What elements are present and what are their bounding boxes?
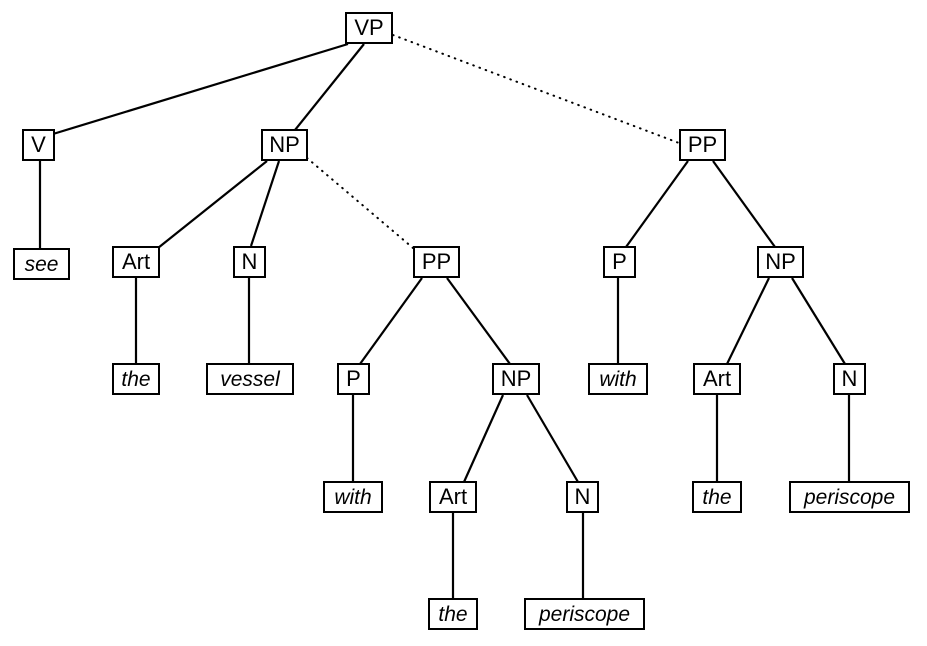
tree-edge-pp_right-to-p_right — [625, 160, 689, 248]
tree-edge-pp_mid-to-p_mid — [359, 277, 423, 365]
tree-node-np1: NP — [261, 129, 308, 161]
tree-edge-pp_mid-to-np_mid — [446, 277, 511, 365]
tree-leaf-see: see — [13, 248, 70, 280]
tree-edge-vp-to-pp_right-dotted — [392, 34, 680, 144]
tree-node-art_m: Art — [429, 481, 477, 513]
tree-leaf-peri_m: periscope — [524, 598, 645, 630]
tree-edge-pp_right-to-np_right — [712, 160, 776, 248]
tree-edge-np_mid-to-n_m — [526, 394, 579, 483]
tree-leaf-with_r: with — [588, 363, 648, 395]
tree-node-n_m: N — [566, 481, 599, 513]
tree-edge-vp-to-np1 — [294, 43, 365, 131]
tree-node-np_mid: NP — [492, 363, 540, 395]
tree-node-p_mid: P — [337, 363, 370, 395]
tree-node-np_right: NP — [757, 246, 804, 278]
tree-node-v: V — [22, 129, 55, 161]
tree-node-vp: VP — [345, 12, 393, 44]
tree-node-pp_mid: PP — [413, 246, 460, 278]
tree-leaf-peri_r: periscope — [789, 481, 910, 513]
tree-edge-np_mid-to-art_m — [462, 394, 505, 483]
tree-leaf-vessel: vessel — [206, 363, 294, 395]
tree-node-p_right: P — [603, 246, 636, 278]
tree-edge-vp-to-v — [52, 42, 349, 136]
tree-edge-np1-to-art1 — [157, 160, 268, 249]
tree-edge-np_right-to-n_r — [791, 277, 846, 365]
tree-node-art_r: Art — [693, 363, 741, 395]
tree-node-n_r: N — [833, 363, 866, 395]
tree-leaf-the1: the — [112, 363, 160, 395]
tree-node-art1: Art — [112, 246, 160, 278]
tree-leaf-the_r: the — [692, 481, 742, 513]
tree-edge-np1-to-pp_mid-dotted — [306, 157, 414, 249]
tree-leaf-with_m: with — [323, 481, 383, 513]
tree-node-pp_right: PP — [679, 129, 726, 161]
tree-leaf-the_m: the — [428, 598, 478, 630]
tree-node-n1: N — [233, 246, 266, 278]
tree-edge-np_right-to-art_r — [726, 277, 770, 365]
tree-edge-np1-to-n1 — [249, 160, 281, 247]
